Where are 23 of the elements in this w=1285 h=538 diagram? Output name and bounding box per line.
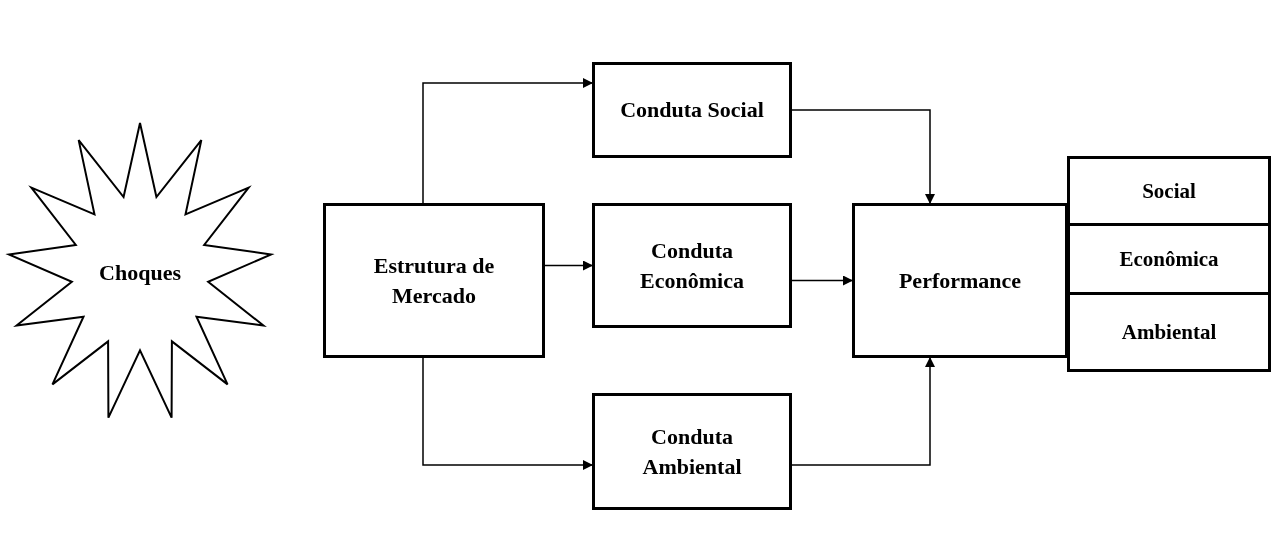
process-box (323, 203, 545, 358)
process-box (1067, 156, 1271, 226)
arrow (791, 109, 935, 204)
arrow (544, 260, 593, 271)
node-label: Ambiental (1120, 318, 1218, 346)
arrow (791, 275, 853, 286)
arrow (791, 357, 935, 466)
process-box (592, 393, 792, 510)
node-label: Performance (897, 266, 1023, 295)
process-box (592, 62, 792, 158)
node-label: Estrutura de Mercado (372, 251, 496, 310)
node-label: Econômica (1118, 245, 1220, 273)
node-label: Conduta Econômica (639, 236, 745, 295)
arrow (422, 357, 593, 470)
node-label: Choques (98, 258, 182, 287)
node-label: Conduta Ambiental (641, 422, 743, 481)
process-box (1067, 292, 1271, 372)
node-label: Social (1141, 177, 1197, 205)
process-box (852, 203, 1068, 358)
arrow (422, 78, 593, 204)
process-box (592, 203, 792, 328)
node-label: Conduta Social (619, 96, 765, 125)
process-box (1067, 223, 1271, 295)
